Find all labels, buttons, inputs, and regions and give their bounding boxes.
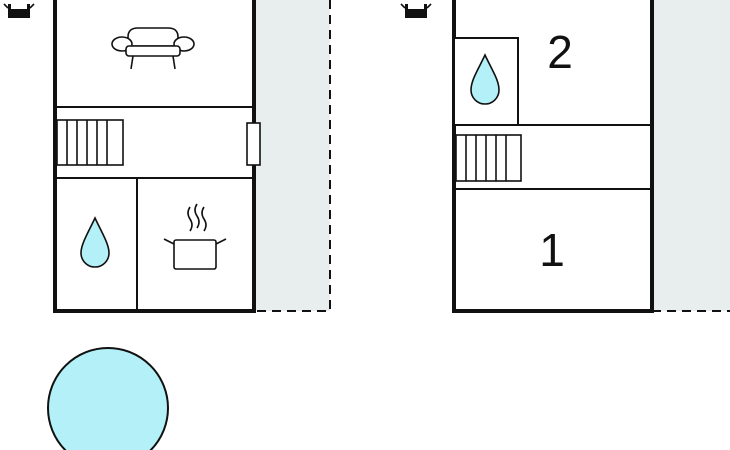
- outer-walls-right: [452, 0, 654, 313]
- terrace-left: [254, 0, 330, 311]
- bedroom-number-2: 2: [547, 26, 573, 78]
- pool-icon: [47, 347, 169, 450]
- floor-plan-left: [3, 0, 331, 313]
- stairs-icon-upper: [455, 134, 522, 182]
- water-drop-icon-upper: [470, 53, 500, 105]
- smoke-detector-icon-upper: [400, 3, 432, 18]
- stairs-icon: [56, 119, 124, 166]
- smoke-detector-icon: [3, 3, 35, 18]
- floor-plan-right: 2 1: [400, 0, 730, 313]
- terrace-right: [652, 0, 730, 311]
- bedroom-number-1: 1: [539, 224, 565, 276]
- sofa-icon: [111, 27, 195, 70]
- door-right: [246, 122, 261, 166]
- water-drop-icon: [80, 216, 110, 268]
- terrace-left-border: [254, 0, 331, 312]
- cooking-pot-icon: [163, 203, 227, 270]
